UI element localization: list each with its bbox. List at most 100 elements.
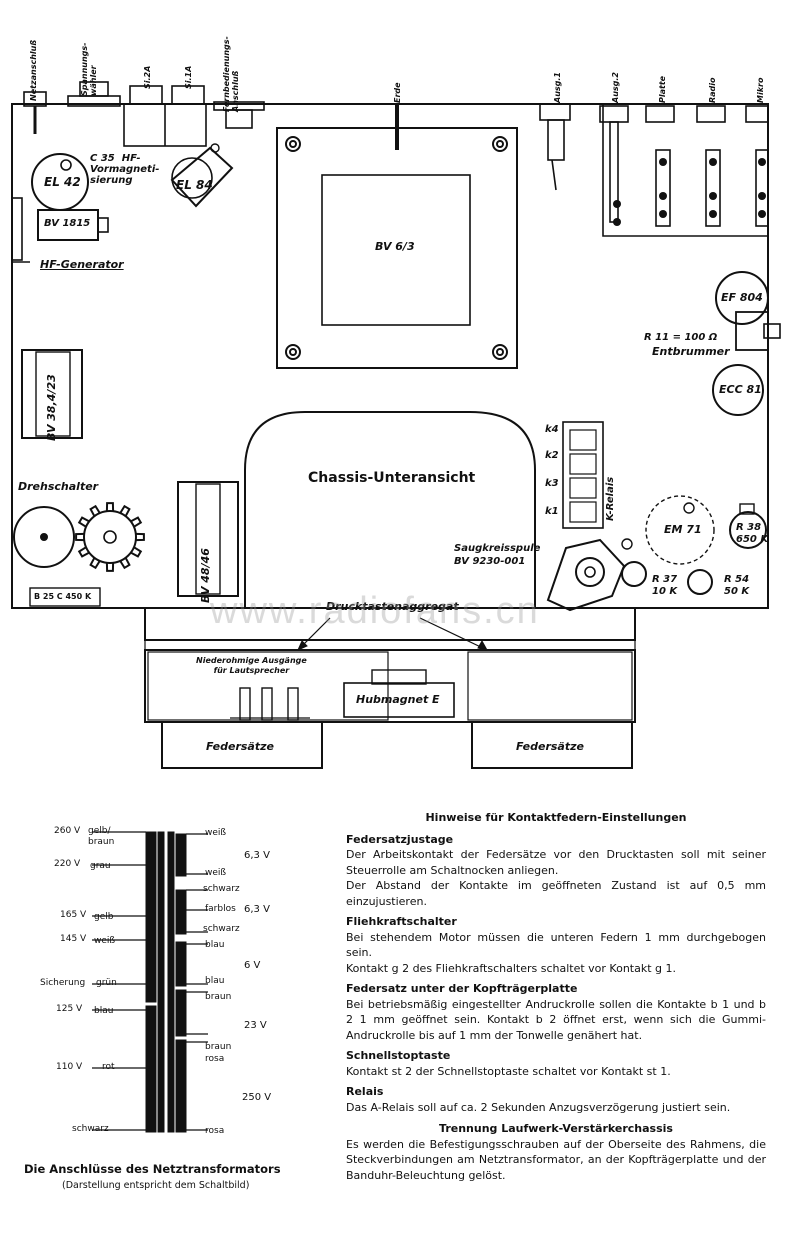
gear-tooth <box>119 504 131 517</box>
notes-heading: Hinweise für Kontaktfedern-Einstellungen <box>425 811 687 824</box>
note-title-2: Fliehkraftschalter <box>346 915 457 928</box>
label-bv1815: BV 1815 <box>44 218 91 229</box>
label-federsaetze-left: Federsätze <box>206 740 274 753</box>
note-title-3: Federsatz unter der Kopfträgerplatte <box>346 982 578 995</box>
trafo-right-2: schwarz <box>203 884 240 894</box>
chassis-title: Chassis-Unteransicht <box>308 470 476 486</box>
trafo-right-6: blau <box>205 976 225 986</box>
transformer-subtitle: (Darstellung entspricht dem Schaltbild) <box>62 1180 250 1191</box>
label-el84: EL 84 <box>176 178 213 192</box>
trafo-left-v-4: Sicherung <box>40 978 86 988</box>
label-ausg2: Ausg.2 <box>611 72 620 103</box>
label-bv63: BV 6/3 <box>375 240 415 253</box>
label-k4: k4 <box>545 424 559 435</box>
trafo-voltage-0: 6,3 V <box>244 850 270 861</box>
notes-panel: Hinweise für Kontaktfedern-Einstellungen… <box>346 810 766 1183</box>
gear-tooth <box>130 546 143 558</box>
label-em71: EM 71 <box>664 523 702 536</box>
trafo-right-5: blau <box>205 940 225 950</box>
trafo-right-10: rosa <box>205 1126 225 1136</box>
note-text-1: Der Arbeitskontakt der Federsätze vor de… <box>346 848 766 908</box>
label-b25: B 25 C 450 K <box>34 592 92 601</box>
watermark: www.radiofans.cn <box>210 590 540 632</box>
gear-tooth <box>105 562 115 572</box>
note-title-5: Relais <box>346 1085 384 1098</box>
gear-tooth <box>105 502 115 512</box>
trafo-left-c-1: grau <box>90 861 111 871</box>
trafo-left-c-4: grün <box>96 978 117 988</box>
trafo-left-v-3: 145 V <box>60 934 87 944</box>
trafo-right-3: farblos <box>205 904 236 914</box>
gear-tooth <box>77 516 90 528</box>
label-k-relais: K-Relais <box>605 476 616 521</box>
note-section-1: Federsatzjustage Der Arbeitskontakt der … <box>346 832 766 910</box>
label-si1a: Si.1A <box>184 65 193 89</box>
trafo-right-8: braun <box>205 1042 232 1052</box>
transformer-diagram <box>92 831 208 1133</box>
trafo-right-0: weiß <box>205 828 227 838</box>
note-section-4: Schnellstoptaste Kontakt st 2 der Schnel… <box>346 1048 766 1079</box>
gear-tooth <box>75 532 85 542</box>
label-ef804: EF 804 <box>721 291 763 304</box>
trafo-left-c-2: gelb <box>94 912 114 922</box>
gear-tooth <box>89 557 101 570</box>
note-section-3: Federsatz unter der Kopfträgerplatte Bei… <box>346 981 766 1043</box>
transformer-title: Die Anschlüsse des Netztransformators <box>24 1162 281 1176</box>
gear-tooth <box>77 546 90 558</box>
label-niederohmig: Niederohmige Ausgänge für Lautsprecher <box>196 656 307 675</box>
label-fernbedienung: Fernbedienungs- Anschluß <box>222 36 240 112</box>
label-r11: R 11 = 100 Ω <box>644 332 718 343</box>
label-erde: Erde <box>393 82 402 103</box>
label-k3: k3 <box>545 478 559 489</box>
label-drehschalter: Drehschalter <box>18 480 99 493</box>
label-k2: k2 <box>545 450 559 461</box>
note-text-5: Das A-Relais soll auf ca. 2 Sekunden Anz… <box>346 1100 731 1114</box>
trafo-left-c-0: gelb/ braun <box>88 826 115 847</box>
trafo-left-c-5: blau <box>94 1006 114 1016</box>
label-netzanschluss: Netzanschluß <box>29 39 38 101</box>
note-text-3: Bei betriebsmäßig eingestellter Andruckr… <box>346 997 766 1042</box>
note-section-2: Fliehkraftschalter Bei stehendem Motor m… <box>346 914 766 976</box>
label-entbrummer: Entbrummer <box>652 345 730 358</box>
trafo-right-9: rosa <box>205 1054 225 1064</box>
note-title-4: Schnellstoptaste <box>346 1049 451 1062</box>
trafo-voltage-4: 250 V <box>242 1092 272 1103</box>
label-federsaetze-right: Federsätze <box>516 740 584 753</box>
label-ausg1: Ausg.1 <box>553 72 562 103</box>
trafo-voltage-1: 6,3 V <box>244 904 270 915</box>
label-ecc81: ECC 81 <box>719 383 762 396</box>
chassis-diagram <box>11 81 781 769</box>
trafo-left-c-7: schwarz <box>72 1124 109 1134</box>
note-text-2: Bei stehendem Motor müssen die unteren F… <box>346 930 766 975</box>
label-k1: k1 <box>545 506 559 517</box>
note-title-1: Federsatzjustage <box>346 832 454 846</box>
notes-final-heading: Trennung Laufwerk-Verstärkerchassis <box>439 1122 673 1135</box>
trafo-left-v-0: 260 V <box>54 826 81 836</box>
label-r37: R 37 10 K <box>652 574 678 597</box>
label-mikro: Mikro <box>756 77 765 103</box>
label-drucktasten: Drucktastenaggregat <box>326 600 459 613</box>
trafo-voltage-3: 23 V <box>244 1020 267 1031</box>
label-r38: R 38 650 K <box>736 522 769 545</box>
note-text-4: Kontakt st 2 der Schnellstoptaste schalt… <box>346 1064 671 1078</box>
trafo-left-v-6: 110 V <box>56 1062 83 1072</box>
trafo-left-c-6: rot <box>102 1062 115 1072</box>
trafo-left-v-5: 125 V <box>56 1004 83 1014</box>
label-el42: EL 42 <box>44 175 81 189</box>
trafo-left-v-1: 220 V <box>54 859 81 869</box>
label-spannungswaehler: Spannungs- wähler <box>80 42 98 96</box>
gear-tooth <box>119 557 131 570</box>
gear-tooth <box>130 516 143 528</box>
label-saugkreis: Saugkreisspule BV 9230-001 <box>454 543 541 567</box>
gear-tooth <box>89 504 101 517</box>
trafo-right-7: braun <box>205 992 232 1002</box>
trafo-left-c-3: weiß <box>94 936 116 946</box>
label-platte: Platte <box>658 75 667 103</box>
label-hf-generator: HF-Generator <box>40 258 124 271</box>
trafo-left-v-2: 165 V <box>60 910 87 920</box>
notes-final-text: Es werden die Befestigungsschrauben auf … <box>346 1137 766 1182</box>
trafo-right-4: schwarz <box>203 924 240 934</box>
trafo-right-1: weiß <box>205 868 227 878</box>
label-c35: C 35 HF- Vormagneti- sierung <box>90 153 160 186</box>
label-radio: Radio <box>708 77 717 103</box>
